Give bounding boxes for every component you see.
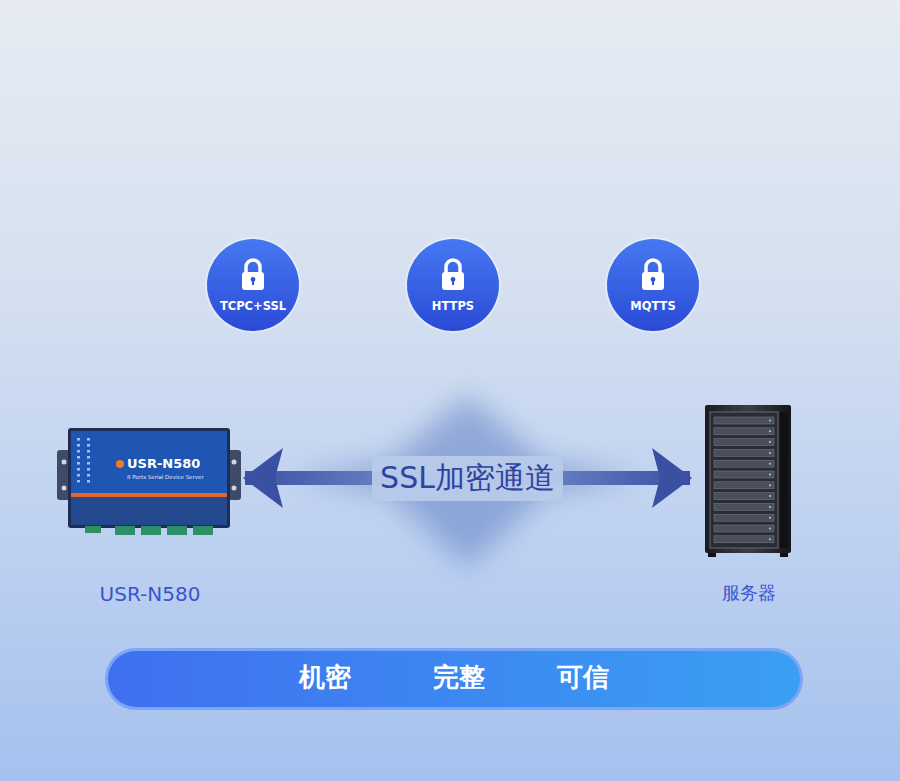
protocol-circle: HTTPS (405, 237, 501, 333)
protocol-label: TCPC+SSL (205, 300, 301, 314)
edge-label: SSL加密通道 (372, 456, 563, 501)
protocol-circle: TCPC+SSL (205, 237, 301, 333)
server-rack: 服务器 (690, 400, 808, 610)
server-outline (690, 400, 808, 610)
feature-word: 完整 (419, 662, 499, 693)
lock-icon (442, 260, 464, 290)
node-label: USR-N580 (127, 456, 227, 472)
device-server: USR-N5808 Ports Serial Device ServerUSR-… (55, 420, 245, 615)
feature-word: 可信 (543, 662, 623, 693)
node-label: USR-N580 (55, 582, 245, 606)
protocol-circle: MQTTS (605, 237, 701, 333)
circle-outline (605, 237, 701, 333)
protocol-label: HTTPS (405, 300, 501, 314)
node-label: 服务器 (690, 582, 808, 604)
lock-icon (642, 260, 664, 290)
lock-icon (242, 260, 264, 290)
node-label: 8 Ports Serial Device Server (127, 474, 227, 481)
circle-outline (405, 237, 501, 333)
feature-bar: 机密 完整 可信 (105, 648, 803, 710)
protocol-label: MQTTS (605, 300, 701, 314)
feature-word: 机密 (285, 662, 365, 693)
circle-outline (205, 237, 301, 333)
